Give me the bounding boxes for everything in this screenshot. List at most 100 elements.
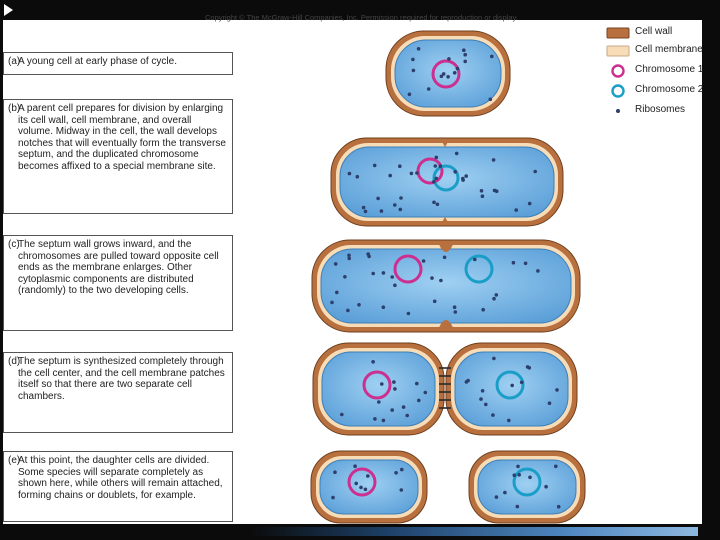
ribosome-dot bbox=[432, 200, 436, 205]
ribosome-dot bbox=[371, 360, 375, 364]
stage-d-text: The septum is synthesized completely thr… bbox=[18, 356, 225, 402]
ribosome-dot bbox=[335, 290, 339, 295]
ribosome-dot bbox=[409, 171, 414, 176]
ribosome-dot bbox=[514, 208, 518, 212]
ribosome-dot bbox=[346, 308, 350, 313]
stage-b-description: (b) A parent cell prepares for division … bbox=[3, 99, 233, 214]
ribosome-dot bbox=[441, 72, 446, 76]
ribosome-dot bbox=[376, 196, 380, 201]
ribosome-dot bbox=[453, 310, 458, 314]
ribosome-dot bbox=[347, 256, 352, 261]
legend-label-cell-membrane: Cell membrane bbox=[635, 44, 703, 55]
ribosome-dot bbox=[484, 402, 488, 407]
ribosome-dot bbox=[492, 296, 496, 301]
ribosome-dot bbox=[528, 475, 532, 480]
cell-d-septum-ridges bbox=[439, 367, 451, 409]
slide-bullet-icon bbox=[4, 4, 13, 16]
legend-label-ribosomes: Ribosomes bbox=[635, 104, 686, 115]
ribosome-dot bbox=[463, 52, 468, 57]
ribosome-dot bbox=[527, 366, 532, 370]
ribosome-dot bbox=[473, 257, 477, 262]
ribosome-dot bbox=[461, 178, 465, 182]
ribosome-dot bbox=[415, 171, 419, 175]
ribosome-dot bbox=[519, 380, 524, 385]
legend-label-cell-wall: Cell wall bbox=[635, 26, 673, 37]
ribosome-dot bbox=[481, 307, 486, 312]
ribosome-dot bbox=[446, 75, 450, 79]
ribosome-dot bbox=[390, 275, 395, 279]
ribosome-dot bbox=[438, 164, 443, 168]
ribosome-dot bbox=[536, 269, 540, 273]
cell-a bbox=[385, 30, 511, 117]
ribosome-dot bbox=[411, 68, 416, 73]
stage-a-text: A young cell at early phase of cycle. bbox=[18, 56, 177, 67]
cell-e-right bbox=[468, 450, 586, 524]
ribosome-dot bbox=[340, 412, 344, 417]
ribosome-dot bbox=[417, 398, 421, 403]
cell-c-septum-bottom bbox=[438, 320, 454, 330]
ribosome-dot bbox=[507, 418, 511, 423]
ribosome-dot bbox=[527, 201, 532, 206]
ribosome-dot bbox=[377, 400, 381, 404]
ribosome-dot bbox=[393, 387, 397, 391]
ribosome-dot bbox=[439, 74, 444, 79]
cell-b-chromosome-1 bbox=[416, 157, 444, 185]
ribosome-dot bbox=[379, 209, 384, 213]
stage-e-description: (e) At this point, the daughter cells ar… bbox=[3, 451, 233, 522]
ribosome-dot bbox=[416, 47, 421, 51]
ribosome-dot bbox=[398, 164, 402, 168]
ribosome-dot bbox=[480, 389, 485, 393]
ribosome-dot bbox=[463, 59, 468, 64]
cell-a-chromosome-1 bbox=[431, 59, 461, 89]
ribosome-dot bbox=[434, 155, 439, 160]
ribosome-dot bbox=[399, 488, 404, 492]
ribosome-dot bbox=[464, 174, 469, 178]
ribosome-dot bbox=[388, 173, 393, 178]
ribosome-dot bbox=[330, 300, 334, 305]
cell-c-chromosome-1 bbox=[393, 254, 423, 284]
ribosome-dot bbox=[398, 207, 403, 212]
stage-c-label: (c) bbox=[8, 239, 20, 250]
ribosome-dot bbox=[491, 158, 496, 162]
chromosome-1-ring-icon bbox=[611, 64, 625, 78]
stage-e-label: (e) bbox=[8, 455, 21, 466]
legend-label-chromosome-2: Chromosome 2 bbox=[635, 84, 704, 95]
stage-c-text: The septum wall grows inward, and the ch… bbox=[18, 239, 219, 296]
ribosome-dot bbox=[393, 203, 397, 207]
ribosome-dot bbox=[407, 92, 412, 97]
ribosome-dot bbox=[393, 283, 397, 288]
ribosome-dot bbox=[494, 495, 499, 499]
ribosome-dot bbox=[371, 271, 376, 276]
cell-c-chromosome-2 bbox=[464, 254, 494, 284]
stage-a-label: (a) bbox=[8, 56, 21, 67]
ribosome-dot bbox=[381, 305, 386, 310]
ribosome-dot bbox=[447, 57, 451, 61]
ribosome-dot bbox=[421, 259, 426, 263]
cell-b bbox=[330, 137, 564, 227]
ribosome-dot bbox=[381, 271, 386, 275]
ribosome-dot bbox=[357, 303, 361, 307]
ribosome-dot bbox=[464, 380, 469, 384]
ribosomes bbox=[330, 47, 561, 509]
ribosome-dot bbox=[523, 261, 528, 266]
ribosome-dot bbox=[406, 311, 411, 316]
ribosome-dot bbox=[430, 276, 434, 280]
cell-d-chromosome-1 bbox=[362, 370, 392, 400]
cell-c bbox=[311, 239, 581, 333]
ribosome-dot bbox=[512, 473, 517, 478]
ribosome-dot bbox=[433, 164, 438, 168]
ribosome-dot bbox=[517, 473, 521, 477]
slide-bottom-accent bbox=[250, 527, 698, 536]
ribosome-dot bbox=[510, 383, 514, 388]
ribosome-dot-icon bbox=[616, 109, 620, 113]
ribosome-dot bbox=[423, 390, 428, 395]
ribosome-dot bbox=[355, 174, 360, 179]
stage-a-description: (a) A young cell at early phase of cycle… bbox=[3, 52, 233, 75]
ribosome-dot bbox=[333, 470, 337, 475]
ribosome-dot bbox=[455, 66, 460, 71]
stage-d-label: (d) bbox=[8, 356, 21, 367]
slide-right-bar bbox=[702, 0, 720, 540]
ribosome-dot bbox=[361, 205, 366, 210]
ribosome-dot bbox=[401, 405, 406, 409]
